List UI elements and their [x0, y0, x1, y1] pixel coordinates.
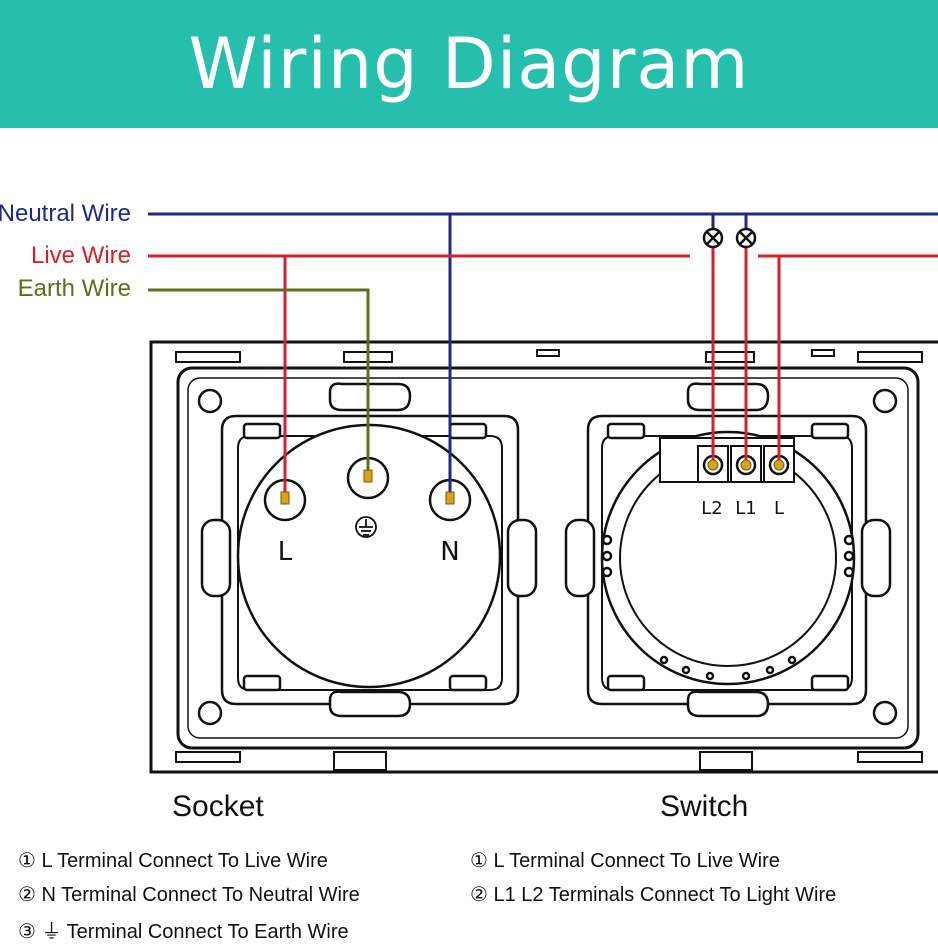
switch-terminal-l1-label: L1 [735, 498, 756, 519]
earth-wire [148, 288, 370, 474]
screw-holes [197, 388, 898, 726]
switch-terminal-l2-label: L2 [701, 498, 722, 519]
switch-module [564, 382, 892, 718]
page-title: Wiring Diagram [188, 23, 750, 105]
live-wire [148, 248, 938, 496]
wiring-diagram: L N L2 L1 L [148, 212, 938, 774]
socket-note-1: ① L Terminal Connect To Live Wire [18, 850, 328, 872]
neutral-wire-label: Neutral Wire [0, 200, 131, 227]
live-wire-label: Live Wire [30, 242, 131, 269]
socket-note-2: ② N Terminal Connect To Neutral Wire [18, 884, 360, 906]
socket-label: Socket [172, 790, 264, 823]
header-banner: Wiring Diagram [0, 0, 938, 128]
socket-earth-symbol-lines [359, 519, 373, 536]
switch-terminal-l-label: L [774, 498, 784, 519]
socket-note-3: ③ ⏚ Terminal Connect To Earth Wire [18, 921, 349, 943]
neutral-wire [148, 212, 938, 496]
switch-note-2: ② L1 L2 Terminals Connect To Light Wire [470, 884, 837, 906]
socket-terminal-n-label: N [440, 537, 459, 567]
switch-note-1: ① L Terminal Connect To Live Wire [470, 850, 780, 872]
contacts [280, 459, 785, 505]
frame [149, 340, 938, 774]
switch-label: Switch [660, 790, 749, 823]
lamp-icon [735, 227, 757, 249]
earth-wire-label: Earth Wire [17, 275, 131, 302]
lamp-icon [702, 227, 724, 249]
socket-module [200, 382, 538, 718]
socket-terminal-l-label: L [278, 537, 293, 567]
